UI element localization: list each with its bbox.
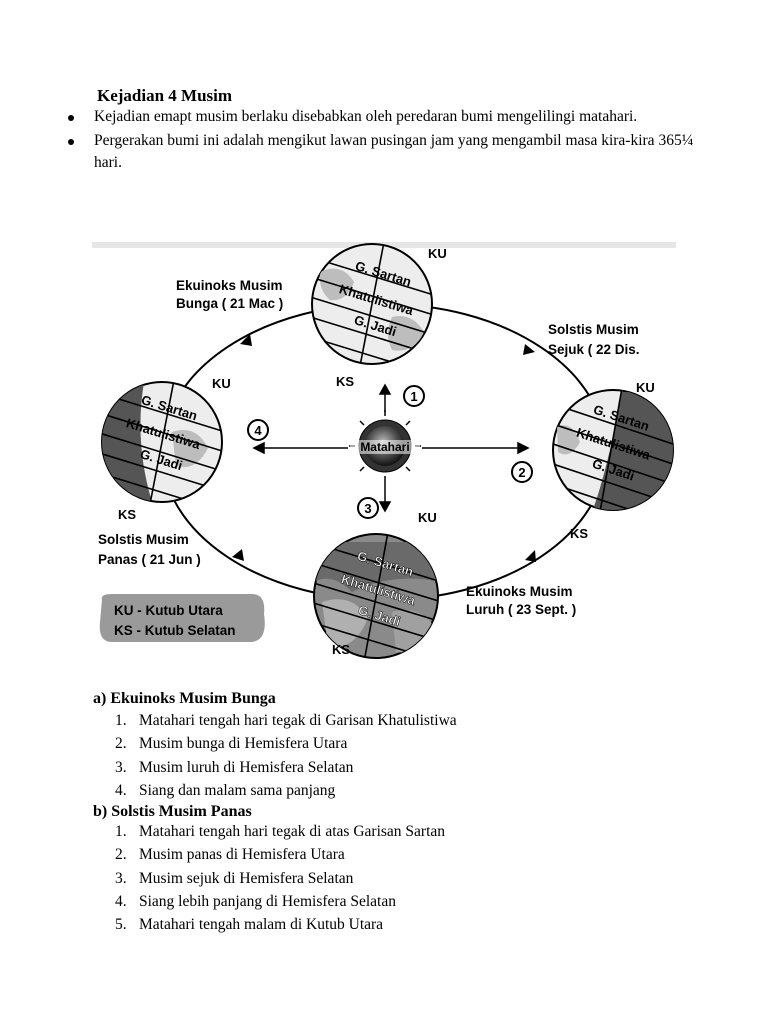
caption-ekuinoks-luruh-1: Ekuinoks Musim: [466, 584, 573, 599]
orbit-arrow-icon: [240, 334, 252, 346]
bullet-item: Kejadian emapt musim berlaku disebabkan …: [60, 106, 700, 128]
marker-4: 4: [247, 419, 269, 441]
caption-ekuinoks-luruh-2: Luruh ( 23 Sept. ): [466, 602, 576, 617]
legend-ku: KU - Kutub Utara: [114, 603, 223, 618]
globe3-south-label: KS: [332, 642, 350, 657]
list-item: 1.Matahari tengah hari tegak di Garisan …: [115, 712, 457, 729]
globe4-north-label: KU: [212, 376, 231, 391]
marker-1: 1: [403, 385, 425, 407]
globe1-north-label: KU: [428, 246, 447, 261]
globe2-south-label: KS: [570, 526, 588, 541]
list-item: 2.Musim panas di Hemisfera Utara: [115, 846, 345, 864]
caption-solstis-sejuk-1: Solstis Musim: [548, 322, 639, 337]
caption-solstis-panas-1: Solstis Musim: [98, 532, 189, 547]
bullet-icon: [68, 139, 74, 145]
list-item: 3.Musim sejuk di Hemisfera Selatan: [115, 869, 354, 887]
section-a-heading: a) Ekuinoks Musim Bunga: [93, 690, 276, 707]
globe3-north-label: KU: [418, 510, 437, 525]
sun-label-bg: [350, 440, 420, 454]
marker-3: 3: [357, 497, 379, 519]
seasons-diagram: Matahari 1 2 3 4: [92, 242, 676, 662]
svg-text:1: 1: [410, 389, 417, 404]
list-item: 3.Musim luruh di Hemisfera Selatan: [115, 758, 354, 776]
sun-label: Matahari: [360, 440, 409, 454]
caption-solstis-sejuk-2: Sejuk ( 22 Dis.: [548, 342, 640, 357]
globe-solstis-panas: G. Sartan Khatulistiwa G. Jadi: [101, 381, 223, 503]
globe1-south-label: KS: [336, 374, 354, 389]
caption-solstis-panas-2: Panas ( 21 Jun ): [98, 552, 201, 567]
list-item: 2.Musim bunga di Hemisfera Utara: [115, 735, 348, 753]
section-b-list: 1.Matahari tengah hari tegak di atas Gar…: [115, 820, 445, 936]
svg-text:2: 2: [518, 465, 525, 480]
bullet-text: Kejadian emapt musim berlaku disebabkan …: [94, 108, 638, 125]
intro-bullets: Kejadian emapt musim berlaku disebabkan …: [60, 106, 700, 176]
list-item: 5.Matahari tengah malam di Kutub Utara: [115, 916, 384, 934]
orbit-arrow-icon: [525, 550, 536, 562]
orbit-arrow-icon: [523, 344, 535, 355]
page-title: Kejadian 4 Musim: [97, 86, 233, 105]
section-a-list: 1.Matahari tengah hari tegak di Garisan …: [115, 709, 457, 802]
sun-arrows: [252, 383, 530, 513]
globe-ekuinoks-bunga: G. Sartan Khatulistiwa G. Jadi: [311, 243, 433, 365]
section-b-heading: b) Solstis Musim Panas: [93, 803, 252, 820]
marker-2: 2: [511, 461, 533, 483]
globe-ekuinoks-luruh: G. Sartan Khatulistiwa G. Jadi: [313, 533, 439, 659]
svg-text:3: 3: [364, 501, 371, 516]
svg-text:4: 4: [254, 423, 262, 438]
list-item: 4.Siang lebih panjang di Hemisfera Selat…: [115, 892, 396, 910]
legend-ks: KS - Kutub Selatan: [114, 623, 236, 638]
caption-ekuinoks-bunga-2: Bunga ( 21 Mac ): [176, 296, 283, 311]
caption-ekuinoks-bunga-1: Ekuinoks Musim: [176, 278, 283, 293]
bullet-item: Pergerakan bumi ini adalah mengikut lawa…: [60, 130, 700, 174]
globe4-south-label: KS: [118, 507, 136, 522]
legend: KU - Kutub Utara KS - Kutub Selatan: [99, 594, 265, 642]
list-item: 4.Siang dan malam sama panjang: [115, 781, 336, 799]
bullet-text: Pergerakan bumi ini adalah mengikut lawa…: [94, 132, 694, 171]
bullet-icon: [68, 115, 74, 121]
orbit-arrow-icon: [232, 549, 244, 561]
list-item: 1.Matahari tengah hari tegak di atas Gar…: [115, 823, 446, 840]
globe2-north-label: KU: [636, 380, 655, 395]
globe-solstis-sejuk: G. Sartan Khatulistiwa G. Jadi: [552, 389, 674, 511]
